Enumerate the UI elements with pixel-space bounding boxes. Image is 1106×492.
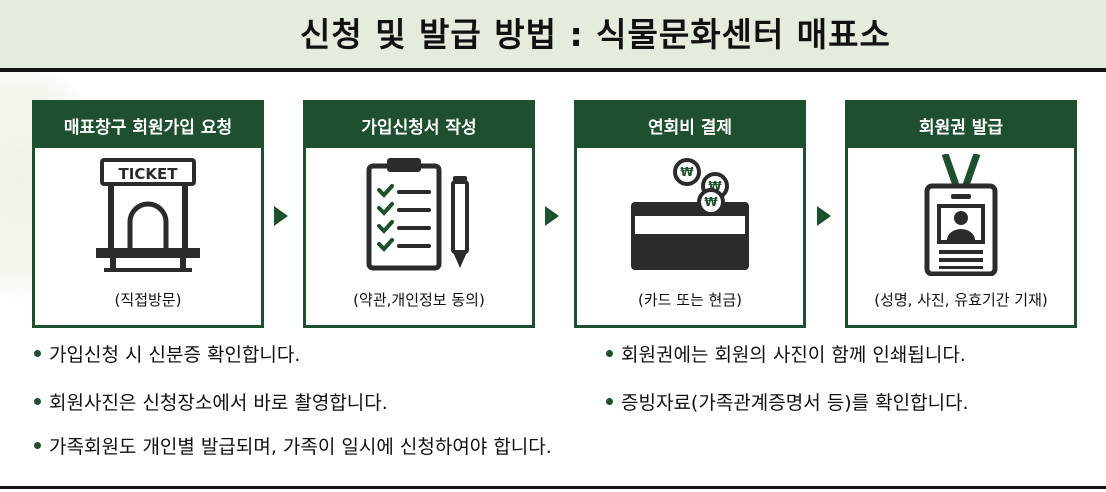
step-card-visit: 매표창구 회원가입 요청 TICKET (직접방문) [32, 100, 264, 328]
coin-symbol: ₩ [704, 195, 718, 209]
step-note: (약관,개인정보 동의) [353, 291, 485, 309]
step-arrow-icon [274, 206, 288, 226]
bullet-dot-icon [34, 398, 41, 405]
step-note: (직접방문) [114, 291, 182, 309]
title-divider [0, 68, 1106, 72]
bottom-divider [0, 486, 1106, 489]
step-title: 회원권 발급 [848, 103, 1074, 148]
page-title: 신청 및 발급 방법 : 식물문화센터 매표소 [300, 15, 891, 54]
note-item: 증빙자료(가족관계증명서 등)를 확인합니다. [606, 390, 969, 416]
step-card-payment: 연회비 결제 ₩ ₩ ₩ (카드 또는 현금) [574, 100, 806, 328]
step-title: 가입신청서 작성 [306, 103, 532, 148]
id-badge-icon [848, 154, 1074, 276]
clipboard-checklist-icon [306, 155, 532, 275]
note-item: 가족회원도 개인별 발급되며, 가족이 일시에 신청하여야 합니다. [34, 434, 552, 460]
bullet-dot-icon [34, 442, 41, 449]
step-note: (성명, 사진, 유효기간 기재) [874, 291, 1048, 309]
step-card-application: 가입신청서 작성 (약관,개인정보 동의) [303, 100, 535, 328]
coin-symbol: ₩ [680, 165, 694, 179]
note-item: 회원권에는 회원의 사진이 함께 인쇄됩니다. [606, 342, 966, 368]
note-item: 가입신청 시 신분증 확인합니다. [34, 342, 300, 368]
step-arrow-icon [817, 206, 831, 226]
step-note: (카드 또는 현금) [637, 291, 743, 309]
note-item: 회원사진은 신청장소에서 바로 촬영합니다. [34, 390, 388, 416]
ticket-booth-icon: TICKET [35, 155, 261, 275]
step-arrow-icon [545, 206, 559, 226]
card-coins-icon: ₩ ₩ ₩ [577, 155, 803, 275]
step-title: 연회비 결제 [577, 103, 803, 148]
title-band: 신청 및 발급 방법 : 식물문화센터 매표소 [0, 0, 1106, 68]
booth-sign: TICKET [119, 165, 179, 183]
step-title: 매표창구 회원가입 요청 [35, 103, 261, 148]
step-card-issue: 회원권 발급 (성명, 사진, 유효기간 기재) [845, 100, 1077, 328]
bullet-dot-icon [606, 398, 613, 405]
bullet-dot-icon [606, 350, 613, 357]
bullet-dot-icon [34, 350, 41, 357]
